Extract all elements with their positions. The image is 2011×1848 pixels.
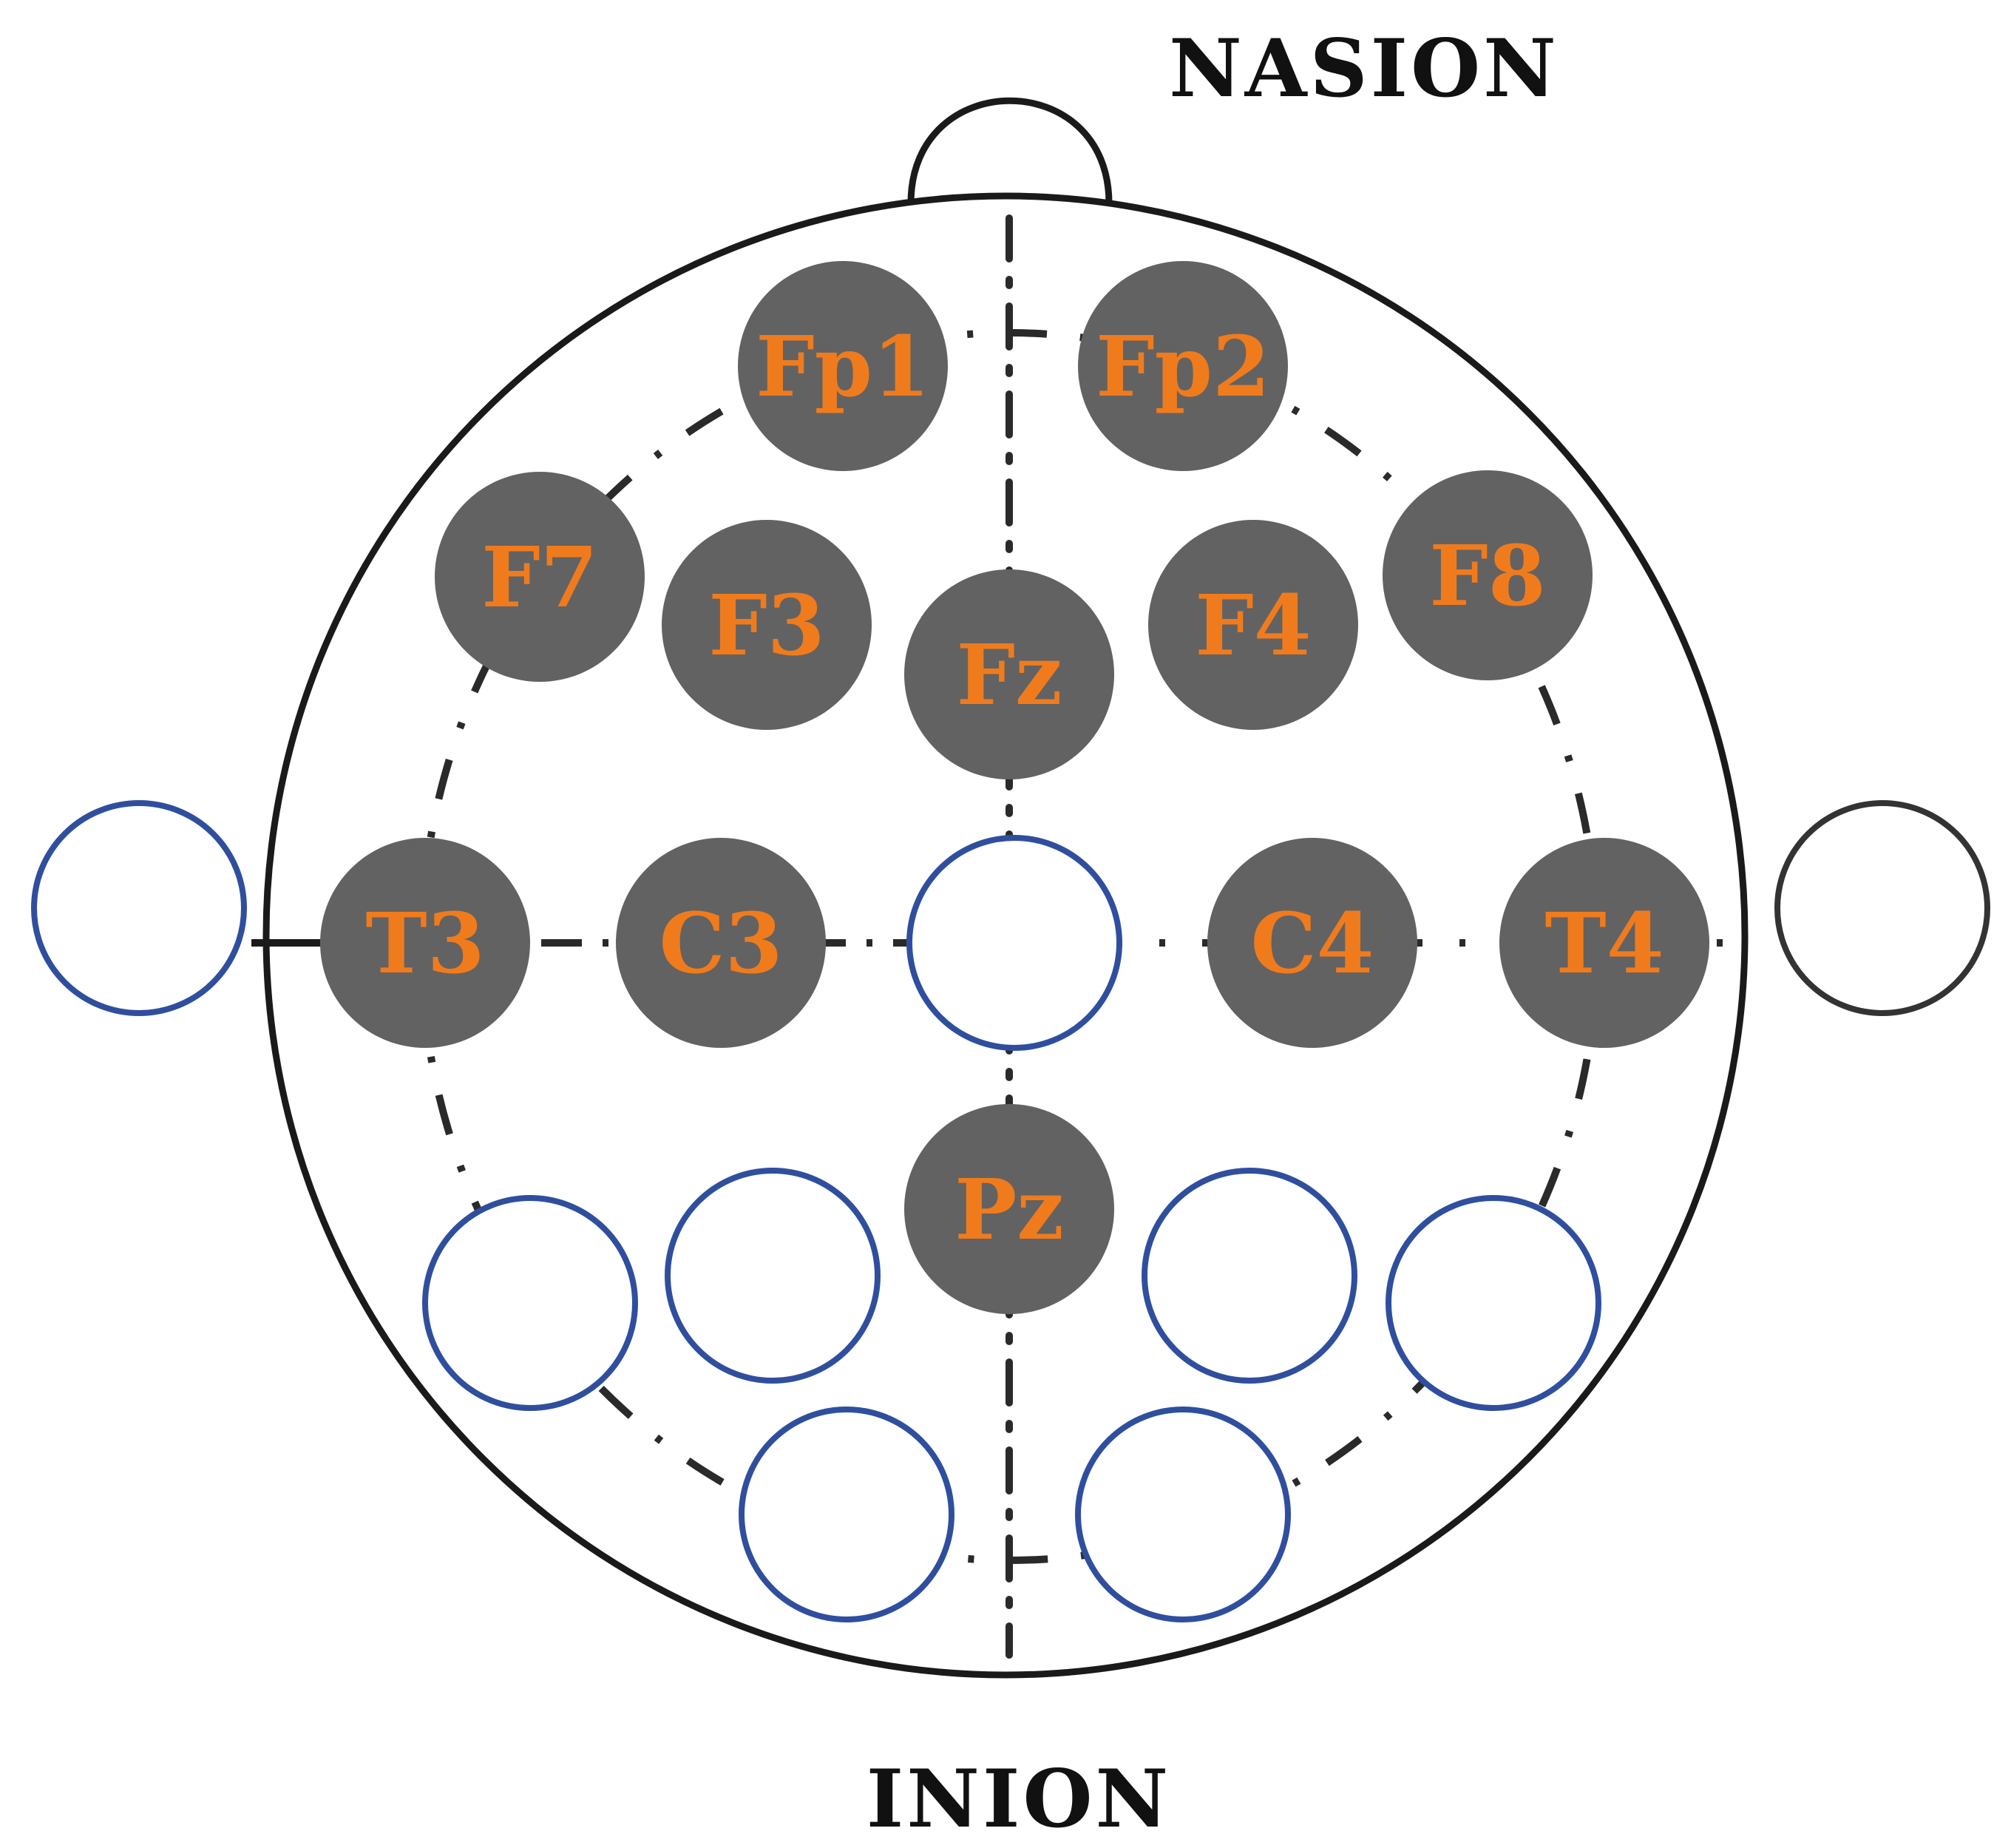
electrode-fz-label: Fz (956, 627, 1062, 724)
electrode-fp2: Fp2 (1078, 261, 1288, 471)
electrode-o2-marker (1075, 1407, 1291, 1622)
electrode-fp2-label: Fp2 (1096, 319, 1270, 416)
electrode-c4-label: C4 (1250, 896, 1374, 992)
electrode-t5 (422, 1195, 638, 1411)
electrode-a2-marker (1774, 800, 1990, 1016)
electrode-f4-marker (1148, 520, 1358, 730)
electrode-fp2-marker (1078, 261, 1288, 471)
electrode-t4-label: T4 (1544, 896, 1664, 992)
electrode-pz-label: Pz (954, 1162, 1064, 1259)
electrode-t3-label: T3 (365, 896, 484, 992)
electrode-f3: F3 (662, 520, 872, 730)
electrode-t5-marker (422, 1195, 638, 1411)
electrode-c4-marker (1207, 838, 1417, 1048)
electrode-c3: C3 (616, 838, 826, 1048)
electrode-c3-label: C3 (659, 896, 782, 992)
electrode-f3-label: F3 (708, 578, 824, 674)
electrode-p4 (1142, 1168, 1357, 1384)
inion-label: INION (867, 1753, 1172, 1846)
electrode-fp1-marker (738, 261, 948, 471)
electrode-p3 (665, 1168, 881, 1384)
electrode-o1 (739, 1407, 954, 1622)
electrode-o1-marker (739, 1407, 954, 1622)
electrode-f7-marker (435, 472, 645, 682)
nose-outline (907, 97, 1113, 204)
electrode-a1 (31, 800, 247, 1016)
electrode-p3-marker (665, 1168, 881, 1384)
electrode-t4-marker (1499, 838, 1709, 1048)
electrode-a2 (1774, 800, 1990, 1016)
electrode-pz: Pz (904, 1104, 1114, 1314)
electrode-pz-marker (904, 1104, 1114, 1314)
electrode-fz: Fz (904, 569, 1114, 779)
electrode-f8-marker (1383, 470, 1593, 680)
electrode-cz-marker (906, 835, 1122, 1051)
electrode-f4: F4 (1148, 520, 1358, 730)
electrode-c3-marker (616, 838, 826, 1048)
electrode-t3: T3 (320, 838, 530, 1048)
electrode-f4-label: F4 (1195, 578, 1311, 674)
electrode-fz-marker (904, 569, 1114, 779)
head-outline (262, 192, 1749, 1679)
electrode-c4: C4 (1207, 838, 1417, 1048)
nasion-label: NASION (1169, 22, 1559, 115)
electrode-p4-marker (1142, 1168, 1357, 1384)
electrode-t4: T4 (1499, 838, 1709, 1048)
electrode-f3-marker (662, 520, 872, 730)
electrode-t6 (1386, 1195, 1601, 1411)
electrode-o2 (1075, 1407, 1291, 1622)
electrode-fp1: Fp1 (738, 261, 948, 471)
electrode-t6-marker (1386, 1195, 1601, 1411)
electrode-f8: F8 (1383, 470, 1593, 680)
electrode-f7: F7 (435, 472, 645, 682)
electrode-a1-marker (31, 800, 247, 1016)
electrode-f8-label: F8 (1429, 528, 1545, 625)
electrode-f7-label: F7 (481, 529, 597, 626)
electrode-cz (906, 835, 1122, 1051)
electrode-t3-marker (320, 838, 530, 1048)
electrode-fp1-label: Fp1 (756, 319, 930, 416)
